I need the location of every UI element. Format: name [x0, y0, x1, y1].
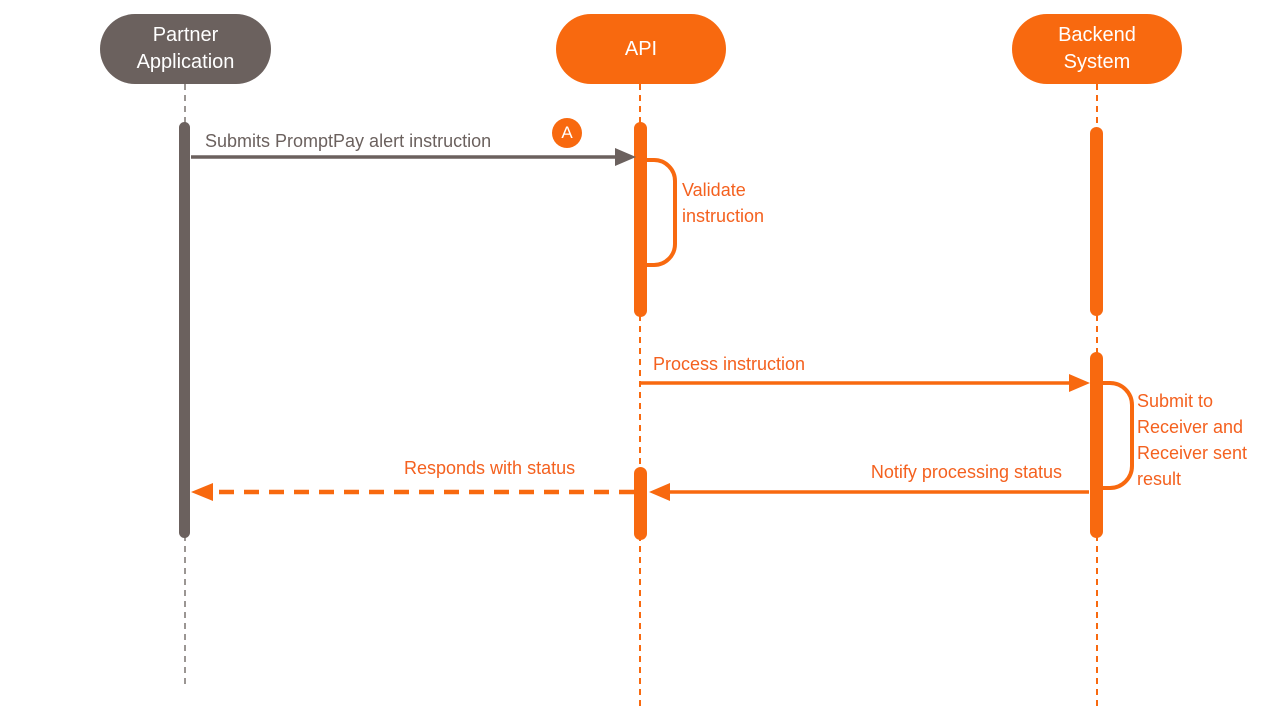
label-process-instruction: Process instruction — [653, 354, 806, 374]
actor-backend-system-label: Backend System — [1058, 24, 1136, 73]
activation-bar-backend-1 — [1090, 127, 1103, 316]
actor-api-label: API — [624, 37, 658, 60]
actor-partner-application: Partner Application — [100, 14, 271, 84]
message-arrow-process-instruction — [641, 374, 1090, 392]
actor-backend-system: Backend System — [1012, 14, 1182, 84]
activation-bar-api-1 — [634, 122, 647, 317]
badge-a-label: A — [561, 123, 573, 142]
label-responds-with-status: Responds with status — [404, 458, 576, 478]
activation-bar-api-2 — [634, 467, 647, 540]
label-validate-instruction: Validate instruction — [682, 180, 765, 226]
label-submits-promptpay: Submits PromptPay alert instruction — [205, 131, 492, 151]
actor-partner-application-label: Partner Application — [136, 24, 235, 73]
self-loop-submit-to-receiver — [1101, 381, 1134, 490]
self-loop-validate-instruction — [646, 158, 677, 267]
label-submit-to-receiver: Submit to Receiver and Receiver sent res… — [1137, 391, 1248, 489]
actor-api: API — [556, 14, 726, 84]
message-arrow-responds-with-status — [191, 483, 634, 501]
label-notify-processing-status: Notify processing status — [870, 462, 1062, 482]
message-arrow-notify-processing-status — [649, 483, 1089, 501]
activation-bar-partner — [179, 122, 190, 538]
lifeline-api — [639, 84, 641, 710]
activation-bar-backend-2 — [1090, 352, 1103, 538]
badge-a: A — [552, 118, 582, 148]
